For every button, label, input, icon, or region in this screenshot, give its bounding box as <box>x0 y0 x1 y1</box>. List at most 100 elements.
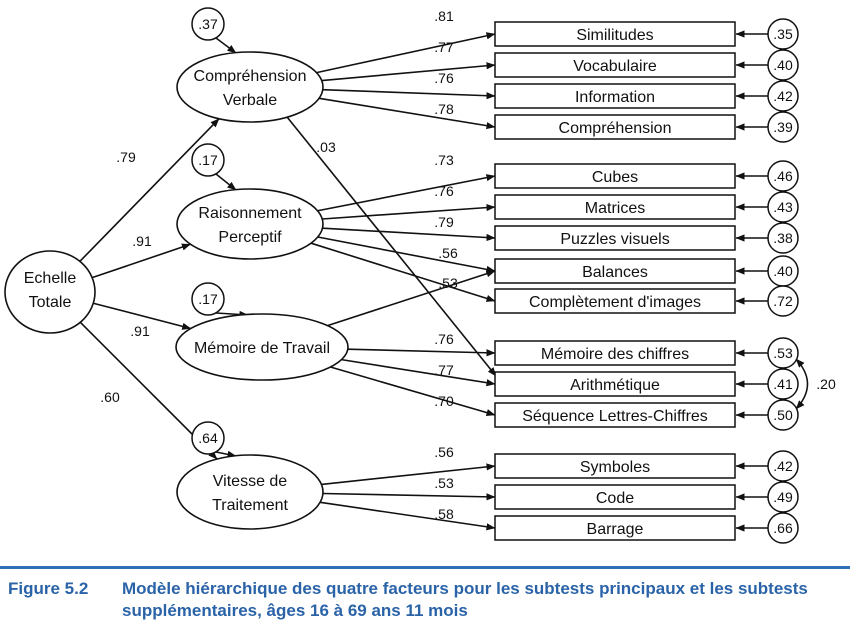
subtest-barrage-error-circle <box>767 512 799 544</box>
subtest-puzzles-visuels-error-label: .38 <box>773 230 793 246</box>
factor-cv-label-line1: Compréhension <box>194 68 307 85</box>
subtest-puzzles-visuels-box <box>494 225 736 251</box>
factor-rp-label-line2: Perceptif <box>218 229 282 246</box>
subtest-sequence-lettres-chiffres-error-label: .50 <box>773 407 793 423</box>
coef-rp-balances-label: .56 <box>438 245 458 261</box>
subtest-matrices-label: Matrices <box>585 200 645 217</box>
subtest-completement-d-images-error-label: .72 <box>773 293 793 309</box>
subtest-memoire-des-chiffres-error-label: .53 <box>773 345 793 361</box>
coef-cv-arithmetique-label: .03 <box>316 139 336 155</box>
path-rp-balances-arrow <box>317 236 496 273</box>
path-vt-barrage-arrow <box>319 501 496 531</box>
subtest-similitudes-box <box>494 21 736 47</box>
path-mt-memoire-des-chiffres-arrow <box>347 348 496 357</box>
subtest-vocabulaire-box <box>494 52 736 78</box>
root-to-mt-arrow <box>93 302 192 330</box>
subtest-code-box <box>494 484 736 510</box>
factor-rp-error-arrow <box>215 173 237 191</box>
coef-rp-puzzles-visuels-label: .79 <box>434 214 454 230</box>
path-lines <box>79 30 809 532</box>
coef-cv-vocabulaire-label: .77 <box>434 39 454 55</box>
factor-cv-label-line2: Verbale <box>223 92 277 109</box>
root-to-rp-arrow <box>91 243 191 279</box>
subtest-symboles-error-label: .42 <box>773 458 793 474</box>
diagram-nodes <box>4 7 799 544</box>
factor-model-diagram: .79.91.91.60.81.77.76.78.03.73.76.79.56.… <box>4 7 836 544</box>
figure-number: Figure 5.2 <box>8 579 89 598</box>
error-correlation-arrow <box>795 358 809 410</box>
echelle-totale-node <box>4 250 96 334</box>
subtest-information-label: Information <box>575 89 655 106</box>
subtest-puzzles-visuels-label: Puzzles visuels <box>560 231 669 248</box>
factor-rp-label-line1: Raisonnement <box>198 205 302 222</box>
subtest-puzzles-visuels-error-circle <box>767 222 799 254</box>
subtest-code-error-label: .49 <box>773 489 793 505</box>
path-rp-completement-d-images-arrow <box>310 242 496 302</box>
factor-cv-node <box>176 51 324 123</box>
subtest-information-error-label: .42 <box>773 88 793 104</box>
figure-caption-text: Modèle hiérarchique des quatre facteurs … <box>122 579 808 620</box>
subtest-symboles-box <box>494 453 736 479</box>
subtest-comprehension-box <box>494 114 736 140</box>
subtest-matrices-error-label: .43 <box>773 199 793 215</box>
factor-rp-node <box>176 188 324 260</box>
path-cv-similitudes-arrow <box>316 32 496 74</box>
subtest-balances-box <box>494 258 736 284</box>
path-rp-puzzles-visuels-arrow <box>322 227 496 242</box>
subtest-arithmetique-box <box>494 371 736 397</box>
coef-vt-barrage-label: .58 <box>434 506 454 522</box>
factor-mt-label-line1: Mémoire de Travail <box>194 340 330 357</box>
subtest-matrices-error-circle <box>767 191 799 223</box>
subtest-barrage-label: Barrage <box>587 521 644 538</box>
path-mt-balances-arrow <box>327 270 496 327</box>
subtest-symboles-error-circle <box>767 450 799 482</box>
path-vt-code-arrow <box>322 492 496 501</box>
subtest-vocabulaire-error-circle <box>767 49 799 81</box>
subtest-arithmetique-error-circle <box>767 368 799 400</box>
root-to-cv-arrow <box>79 118 220 262</box>
factor-cv-error-arrow <box>215 37 237 54</box>
factor-rp-error-label: .17 <box>198 152 218 168</box>
path-cv-arithmetique-arrow <box>286 116 497 377</box>
subtest-information-box <box>494 83 736 109</box>
subtest-code-label: Code <box>596 490 634 507</box>
factor-vt-label-line1: Vitesse de <box>213 473 288 490</box>
factor-cv-error-label: .37 <box>198 16 218 32</box>
subtest-vocabulaire-label: Vocabulaire <box>573 58 657 75</box>
subtest-comprehension-error-circle <box>767 111 799 143</box>
factor-mt-node <box>175 313 349 381</box>
coef-mt-arithmetique-label: .77 <box>434 362 454 378</box>
subtest-vocabulaire-error-label: .40 <box>773 57 793 73</box>
subtest-completement-d-images-box <box>494 288 736 314</box>
subtest-cubes-box <box>494 163 736 189</box>
subtest-completement-d-images-label: Complètement d'images <box>529 294 701 311</box>
path-cv-information-arrow <box>322 88 496 100</box>
path-cv-vocabulaire-arrow <box>321 62 496 82</box>
echelle-totale-label-line1: Echelle <box>24 270 77 287</box>
path-vt-symboles-arrow <box>321 463 496 486</box>
subtest-barrage-box <box>494 515 736 541</box>
subtest-cubes-error-label: .46 <box>773 168 793 184</box>
path-rp-matrices-arrow <box>322 204 496 220</box>
subtest-completement-d-images-error-circle <box>767 285 799 317</box>
subtest-information-error-circle <box>767 80 799 112</box>
caption-rule <box>0 566 850 569</box>
subtest-balances-label: Balances <box>582 264 648 281</box>
factor-vt-node <box>176 454 324 530</box>
coef-cv-comprehension-label: .78 <box>434 101 454 117</box>
subtest-comprehension-label: Compréhension <box>559 120 672 137</box>
subtest-cubes-label: Cubes <box>592 169 638 186</box>
coef-mt-sequence-lettres-chiffres-label: .70 <box>434 393 454 409</box>
factor-cv-error-circle <box>191 7 225 41</box>
subtest-cubes-error-circle <box>767 160 799 192</box>
coef-vt-symboles-label: .56 <box>434 444 454 460</box>
factor-vt-label-line2: Traitement <box>212 497 288 514</box>
path-cv-comprehension-arrow <box>318 97 496 130</box>
coef-vt-code-label: .53 <box>434 475 454 491</box>
subtest-memoire-des-chiffres-error-circle <box>767 337 799 369</box>
loading-rp-label: .91 <box>132 233 152 249</box>
subtest-similitudes-label: Similitudes <box>576 27 653 44</box>
path-rp-cubes-arrow <box>317 174 496 212</box>
subtest-barrage-error-label: .66 <box>773 520 793 536</box>
factor-mt-error-label: .17 <box>198 291 218 307</box>
